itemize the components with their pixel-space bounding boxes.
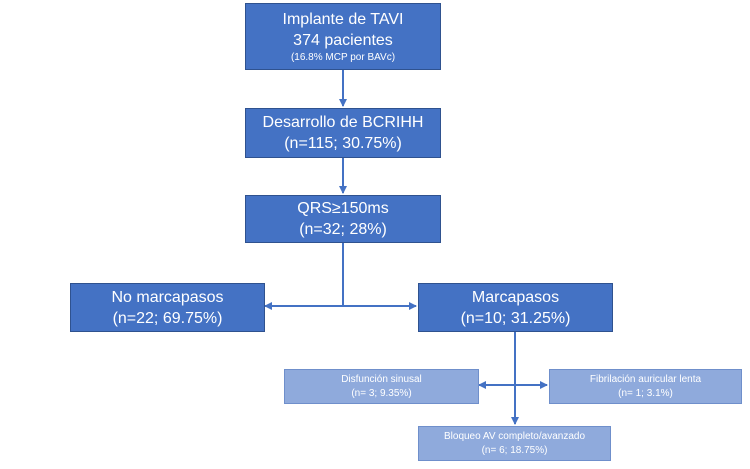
- node-tavi-note: (16.8% MCP por BAVc): [290, 51, 396, 63]
- node-tavi: Implante de TAVI 374 pacientes (16.8% MC…: [245, 3, 441, 70]
- node-av-block-count: (n= 6; 18.75%): [481, 444, 548, 456]
- node-tavi-title: Implante de TAVI: [282, 10, 404, 28]
- node-sinus-dysfunction-count: (n= 3; 9.35%): [351, 387, 412, 399]
- node-tavi-count: 374 pacientes: [293, 31, 393, 49]
- node-bcrihh-title: Desarrollo de BCRIHH: [262, 114, 424, 131]
- node-pacemaker: Marcapasos (n=10; 31.25%): [418, 283, 613, 332]
- node-av-block-title: Bloqueo AV completo/avanzado: [443, 430, 586, 442]
- node-slow-af-count: (n= 1; 3.1%): [618, 387, 673, 399]
- node-bcrihh: Desarrollo de BCRIHH (n=115; 30.75%): [245, 108, 441, 158]
- node-no-pacemaker-title: No marcapasos: [111, 288, 224, 306]
- node-slow-af: Fibrilación auricular lenta (n= 1; 3.1%): [549, 369, 742, 404]
- node-qrs-title: QRS≥150ms: [297, 200, 389, 217]
- node-no-pacemaker-count: (n=22; 69.75%): [112, 309, 223, 327]
- node-no-pacemaker: No marcapasos (n=22; 69.75%): [70, 283, 265, 332]
- node-sinus-dysfunction: Disfunción sinusal (n= 3; 9.35%): [284, 369, 479, 404]
- node-sinus-dysfunction-title: Disfunción sinusal: [341, 373, 422, 385]
- node-qrs-count: (n=32; 28%): [299, 221, 387, 238]
- node-bcrihh-count: (n=115; 30.75%): [284, 135, 402, 152]
- node-slow-af-title: Fibrilación auricular lenta: [589, 373, 702, 385]
- node-av-block: Bloqueo AV completo/avanzado (n= 6; 18.7…: [418, 426, 611, 461]
- node-pacemaker-count: (n=10; 31.25%): [460, 309, 571, 327]
- node-pacemaker-title: Marcapasos: [471, 288, 560, 306]
- node-qrs: QRS≥150ms (n=32; 28%): [245, 195, 441, 243]
